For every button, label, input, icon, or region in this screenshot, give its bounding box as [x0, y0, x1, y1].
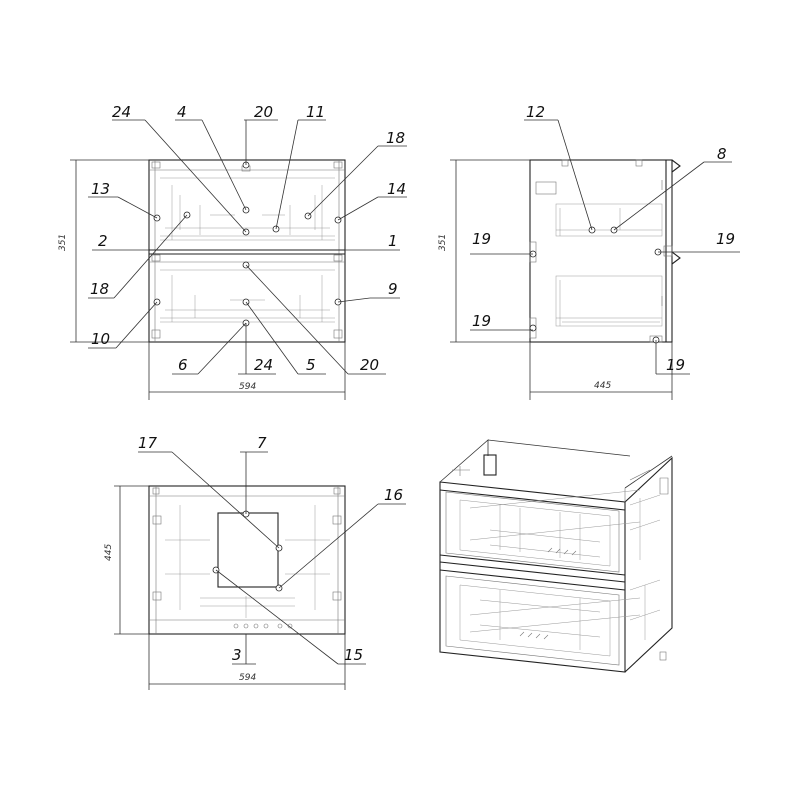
front-height-dim: 351 — [58, 234, 68, 251]
side-depth-dim: 445 — [594, 381, 611, 391]
callout-5: 5 — [306, 356, 316, 374]
top-width-dim: 594 — [239, 673, 256, 683]
top-depth-dim: 445 — [104, 544, 114, 561]
front-width-dim: 594 — [239, 382, 256, 392]
callout-19: 19 — [716, 230, 735, 248]
callout-20: 20 — [254, 103, 273, 121]
callout-14: 14 — [387, 180, 406, 198]
side-height-dim: 351 — [438, 234, 448, 251]
callout-4: 4 — [177, 103, 187, 121]
callout-10: 10 — [91, 330, 110, 348]
callout-17: 17 — [138, 434, 158, 452]
callout-18: 18 — [90, 280, 109, 298]
callout-24: 24 — [254, 356, 273, 374]
callout-6: 6 — [178, 356, 188, 374]
callout-19: 19 — [666, 356, 685, 374]
callout-20: 20 — [360, 356, 379, 374]
callout-16: 16 — [384, 486, 403, 504]
callout-13: 13 — [91, 180, 110, 198]
callout-11: 11 — [306, 103, 325, 121]
callout-8: 8 — [717, 145, 727, 163]
front-view: 351 594 24 4 2 — [58, 103, 407, 400]
callout-19: 19 — [472, 312, 491, 330]
side-view: 351 445 12 8 19 19 19 19 — [438, 103, 740, 400]
isometric-view — [439, 439, 673, 673]
callout-1: 1 — [388, 232, 398, 250]
top-view: 445 594 17 7 16 3 15 — [104, 434, 406, 690]
callout-19: 19 — [472, 230, 491, 248]
callout-12: 12 — [526, 103, 545, 121]
callout-18: 18 — [386, 129, 405, 147]
callout-9: 9 — [388, 280, 398, 298]
callout-2: 2 — [98, 232, 108, 250]
callout-3: 3 — [232, 646, 242, 664]
callout-7: 7 — [257, 434, 267, 452]
callout-15: 15 — [344, 646, 363, 664]
callout-24: 24 — [112, 103, 131, 121]
